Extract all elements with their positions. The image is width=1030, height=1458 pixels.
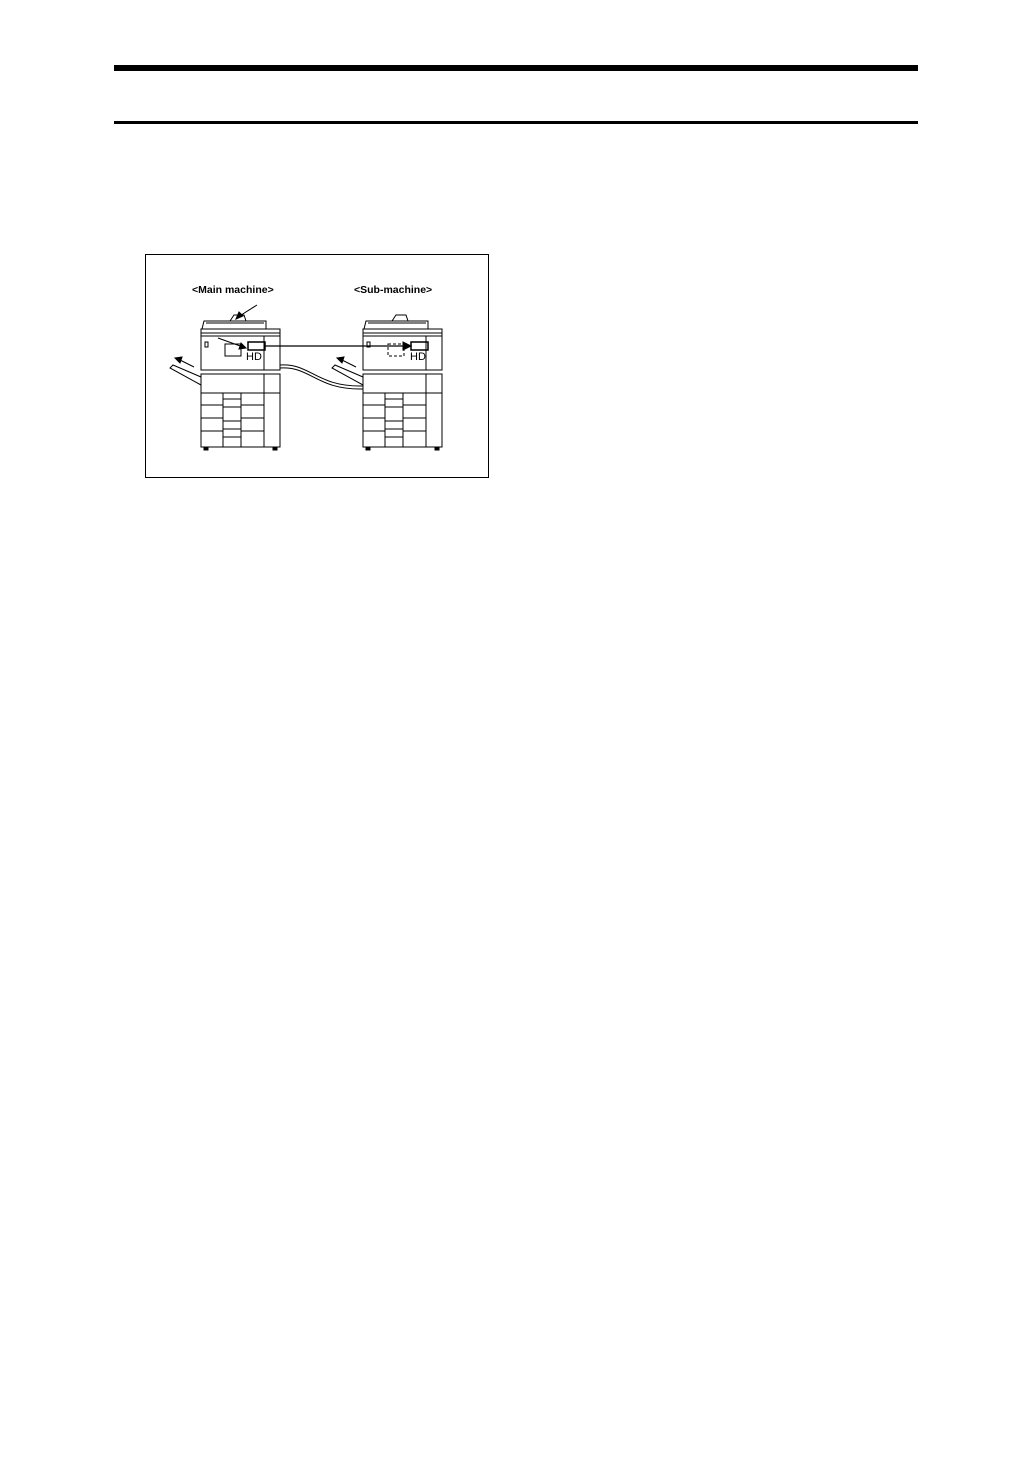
main-copier-icon	[170, 315, 280, 450]
main-hd-label: HD	[246, 351, 262, 363]
sub-copier-icon	[332, 315, 442, 450]
header-rule-thin	[114, 121, 918, 124]
machines-illustration	[146, 255, 490, 479]
header-rule-thick	[114, 65, 918, 71]
sub-hd-label: HD	[410, 351, 426, 363]
connect-copy-figure: <Main machine> <Sub-machine>	[145, 254, 489, 478]
